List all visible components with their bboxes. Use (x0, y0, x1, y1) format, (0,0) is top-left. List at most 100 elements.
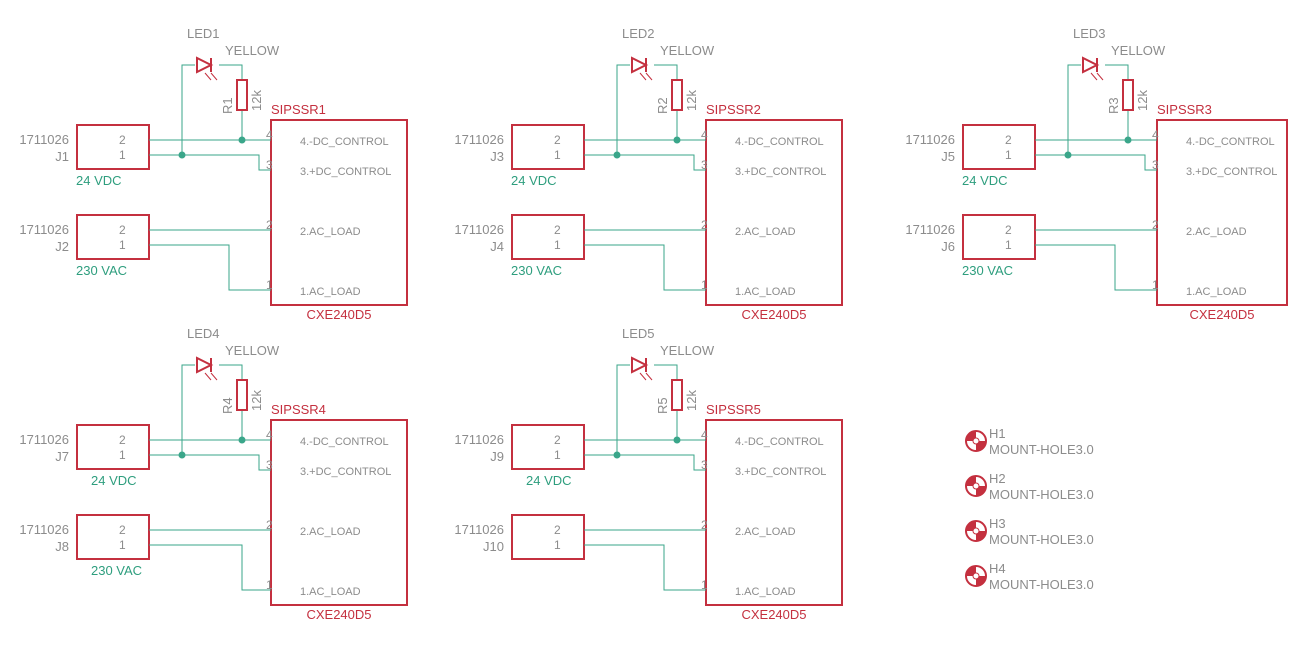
connector-dc-body (511, 424, 585, 470)
mount-hole-name: H4 (989, 561, 1006, 576)
relay-pin-number: 2 (701, 518, 708, 532)
relay-pin-number: 1 (266, 278, 273, 292)
connector-ac-value: 1711026 (905, 222, 955, 237)
resistor-body (1122, 79, 1134, 111)
relay-pin-label: 2.AC_LOAD (1186, 226, 1247, 238)
net-label-ac: 230 VAC (962, 263, 1013, 278)
led-icon (196, 56, 214, 74)
connector-dc-pin-2: 2 (554, 133, 561, 147)
relay-value: CXE240D5 (1189, 307, 1254, 322)
relay-body (270, 119, 408, 306)
mount-hole-fill (976, 531, 986, 541)
mount-hole-fill (976, 441, 986, 451)
relay-pin-number: 2 (266, 218, 273, 232)
led-arrow (645, 72, 653, 81)
connector-dc-value: 1711026 (454, 432, 504, 447)
relay-pin-number: 4 (701, 128, 708, 142)
connector-dc-body (76, 124, 150, 170)
resistor-value: 12k (249, 90, 264, 111)
relay-pin-number: 4 (266, 428, 273, 442)
relay-pin-number: 3 (701, 158, 708, 172)
relay-pin-label: 2.AC_LOAD (300, 226, 361, 238)
net-label-dc: 24 VDC (526, 473, 572, 488)
connector-ac-pin-2: 2 (1005, 223, 1012, 237)
relay-pin-label: 1.AC_LOAD (735, 286, 796, 298)
connector-dc-pin-2: 2 (119, 133, 126, 147)
relay-pin-number: 3 (266, 458, 273, 472)
connector-ac-name: J8 (55, 539, 69, 554)
mount-hole-name: H2 (989, 471, 1006, 486)
relay-pin-label: 4.-DC_CONTROL (300, 136, 389, 148)
connector-dc-value: 1711026 (19, 132, 69, 147)
resistor-name: R5 (655, 397, 670, 414)
wire-ac-1 (584, 544, 706, 591)
net-label-dc: 24 VDC (91, 473, 137, 488)
net-label-dc: 24 VDC (511, 173, 557, 188)
wire-ac-1 (584, 244, 706, 291)
net-label-ac: 230 VAC (76, 263, 127, 278)
relay-pin-label: 1.AC_LOAD (735, 586, 796, 598)
connector-ac-body (76, 514, 150, 560)
mount-hole-value: MOUNT-HOLE3.0 (989, 442, 1094, 457)
connector-dc-value: 1711026 (454, 132, 504, 147)
net-label-ac: 230 VAC (511, 263, 562, 278)
relay-body (1156, 119, 1288, 306)
junction-dot (178, 151, 186, 159)
relay-body (270, 419, 408, 606)
junction-dot (613, 451, 621, 459)
wire-led-anode (1067, 64, 1081, 155)
mount-hole-name: H1 (989, 426, 1006, 441)
relay-value: CXE240D5 (306, 307, 371, 322)
connector-dc-pin-1: 1 (554, 148, 561, 162)
junction-dot (178, 451, 186, 459)
wire-led-cathode (654, 364, 678, 380)
wire-dc-plus (1035, 154, 1157, 171)
led-icon (1082, 56, 1100, 74)
connector-ac-value: 1711026 (454, 522, 504, 537)
connector-dc-name: J9 (490, 449, 504, 464)
junction-dot (238, 136, 246, 144)
led-value: YELLOW (660, 43, 715, 58)
connector-dc-pin-1: 1 (554, 448, 561, 462)
resistor-name: R4 (220, 397, 235, 414)
relay-pin-label: 3.+DC_CONTROL (300, 166, 391, 178)
wire-dc-plus (149, 154, 271, 171)
connector-dc-value: 1711026 (19, 432, 69, 447)
connector-ac-body (962, 214, 1036, 260)
led-value: YELLOW (660, 343, 715, 358)
led-name: LED2 (622, 26, 655, 41)
relay-pin-number: 4 (266, 128, 273, 142)
connector-dc-pin-2: 2 (1005, 133, 1012, 147)
mount-hole-fill (976, 576, 986, 586)
resistor-value: 12k (684, 390, 699, 411)
led-name: LED5 (622, 326, 655, 341)
relay-name: SIPSSR4 (271, 402, 326, 417)
mount-hole-value: MOUNT-HOLE3.0 (989, 532, 1094, 547)
led-value: YELLOW (225, 343, 280, 358)
connector-dc-name: J1 (55, 149, 69, 164)
connector-ac-pin-1: 1 (1005, 238, 1012, 252)
relay-pin-label: 1.AC_LOAD (300, 586, 361, 598)
resistor-body (236, 379, 248, 411)
connector-dc-name: J5 (941, 149, 955, 164)
connector-ac-pin-1: 1 (119, 238, 126, 252)
led-arrow (639, 372, 647, 381)
wire-led-anode (616, 364, 630, 455)
connector-ac-name: J6 (941, 239, 955, 254)
resistor-name: R2 (655, 97, 670, 114)
connector-dc-pin-1: 1 (119, 148, 126, 162)
junction-dot (673, 436, 681, 444)
relay-body (705, 119, 843, 306)
led-arrow (1090, 72, 1098, 81)
resistor-body (671, 379, 683, 411)
relay-name: SIPSSR3 (1157, 102, 1212, 117)
mount-hole-fill (966, 566, 976, 576)
mount-hole-fill (966, 431, 976, 441)
net-label-ac: 230 VAC (91, 563, 142, 578)
